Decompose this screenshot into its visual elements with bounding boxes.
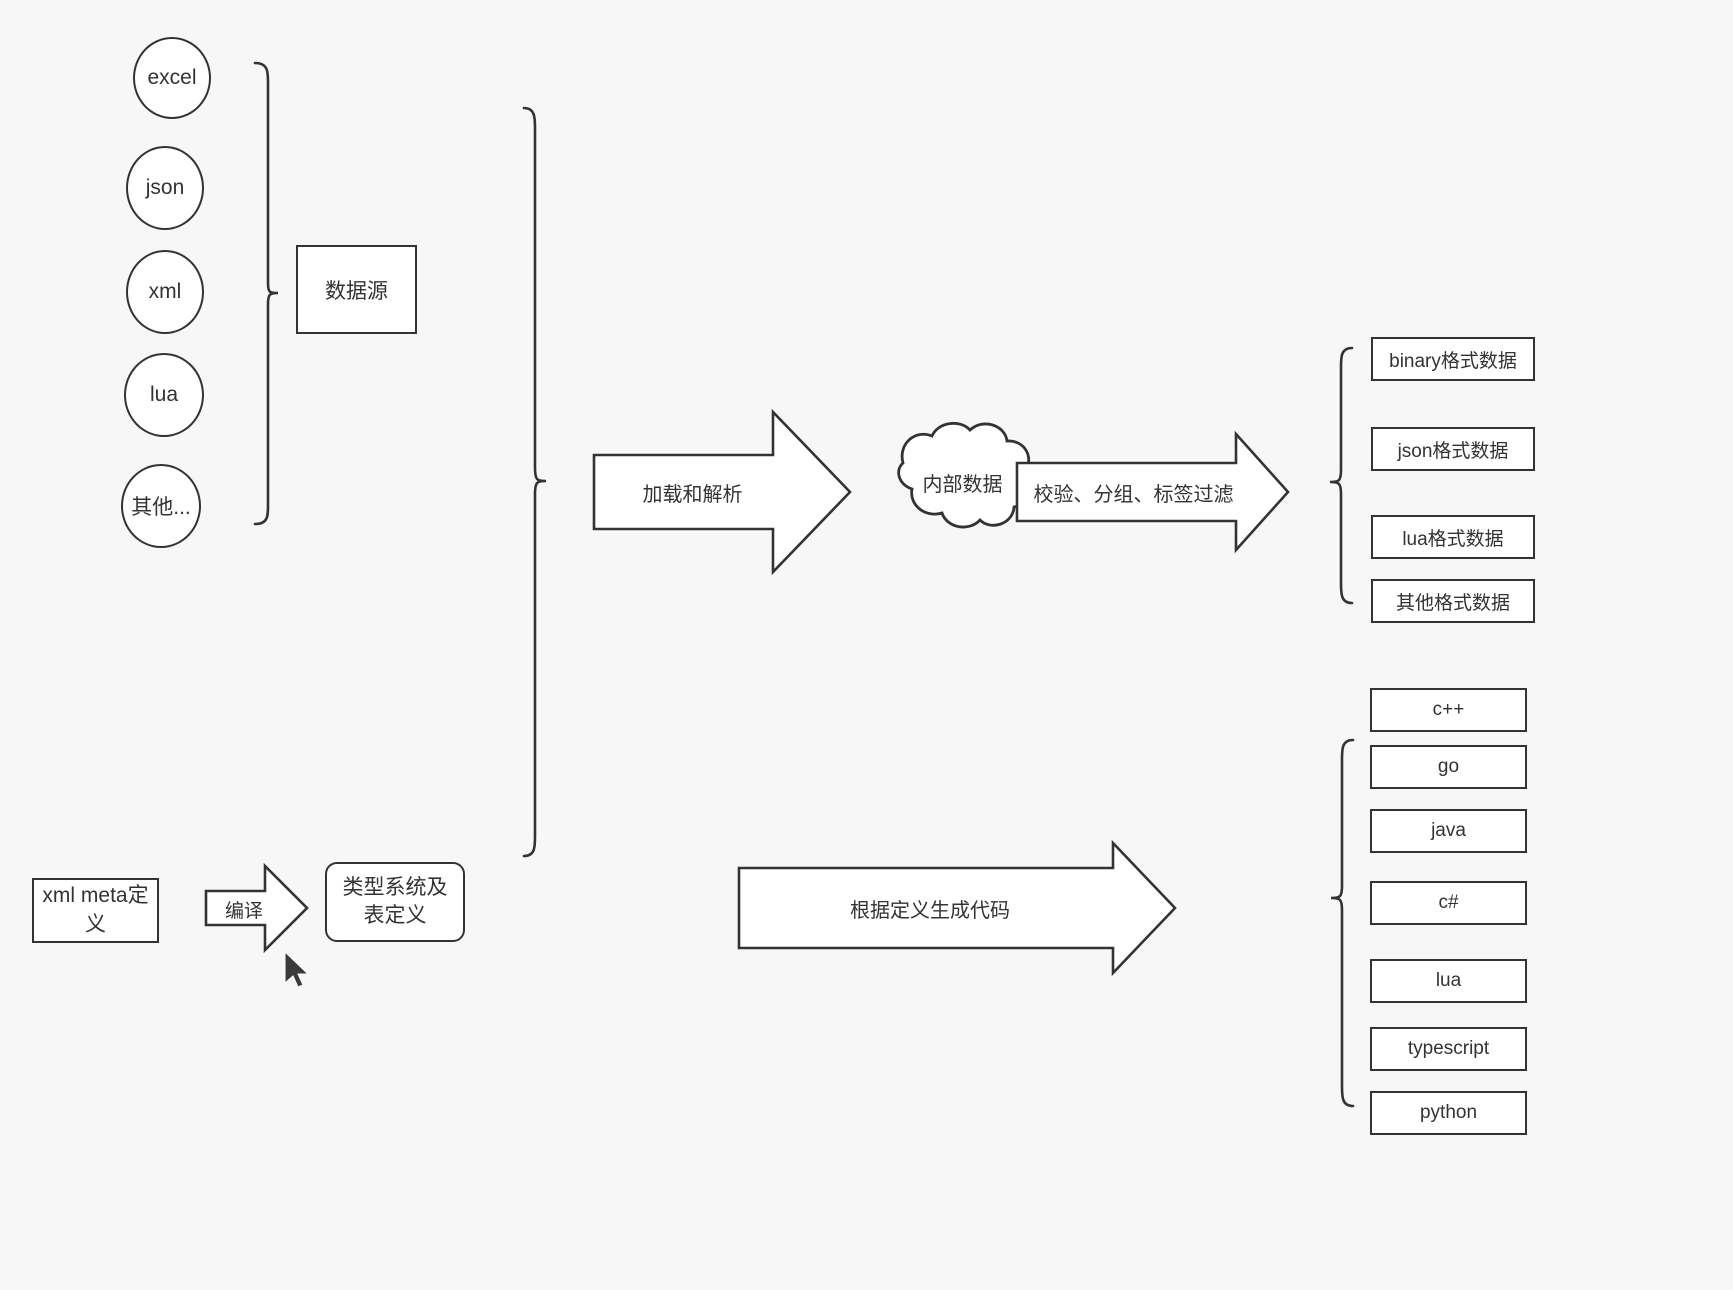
data-source-excel-label: excel <box>147 66 197 89</box>
validate-group-filter-arrow <box>1015 430 1290 554</box>
codegen-lang-csharp-label: c# <box>1438 892 1459 913</box>
codegen-lang-python[interactable]: python <box>1370 1091 1527 1135</box>
xml-meta-definition-box[interactable]: xml meta定义 <box>32 878 159 943</box>
codegen-lang-go-label: go <box>1437 756 1460 777</box>
output-format-other[interactable]: 其他格式数据 <box>1371 579 1535 623</box>
type-system-label: 类型系统及表定义 <box>342 875 448 927</box>
data-source-other[interactable]: 其他... <box>121 464 201 548</box>
data-source-lua-label: lua <box>149 383 179 406</box>
data-source-xml[interactable]: xml <box>126 250 204 334</box>
codegen-lang-typescript[interactable]: typescript <box>1370 1027 1527 1071</box>
mouse-cursor <box>284 950 310 988</box>
data-source-group-box[interactable]: 数据源 <box>296 245 417 334</box>
output-format-binary-label: binary格式数据 <box>1389 350 1517 372</box>
xml-meta-definition-label: xml meta定义 <box>42 884 149 936</box>
data-source-excel[interactable]: excel <box>133 37 211 119</box>
internal-data-cloud <box>897 421 1033 529</box>
output-format-binary[interactable]: binary格式数据 <box>1371 337 1535 381</box>
data-source-json[interactable]: json <box>126 146 204 230</box>
data-source-xml-label: xml <box>148 280 182 303</box>
pipeline-input-brace <box>522 106 547 858</box>
codegen-language-brace <box>1330 738 1355 1108</box>
load-parse-arrow <box>592 408 852 576</box>
codegen-lang-cpp-label: c++ <box>1432 699 1465 720</box>
data-source-json-label: json <box>145 176 185 199</box>
codegen-lang-java[interactable]: java <box>1370 809 1527 853</box>
codegen-lang-typescript-label: typescript <box>1407 1038 1490 1059</box>
codegen-lang-cpp[interactable]: c++ <box>1370 688 1527 732</box>
data-source-lua[interactable]: lua <box>124 353 204 437</box>
codegen-lang-lua[interactable]: lua <box>1370 959 1527 1003</box>
codegen-lang-python-label: python <box>1419 1102 1478 1123</box>
data-source-group-label: 数据源 <box>325 279 388 303</box>
type-system-box[interactable]: 类型系统及表定义 <box>325 862 465 942</box>
codegen-lang-lua-label: lua <box>1435 970 1462 991</box>
output-format-lua-label: lua格式数据 <box>1402 528 1504 550</box>
output-format-json[interactable]: json格式数据 <box>1371 427 1535 471</box>
codegen-lang-go[interactable]: go <box>1370 745 1527 789</box>
codegen-lang-java-label: java <box>1431 820 1466 841</box>
output-format-brace <box>1329 346 1354 605</box>
compile-arrow <box>204 862 309 954</box>
output-format-lua[interactable]: lua格式数据 <box>1371 515 1535 559</box>
output-format-other-label: 其他格式数据 <box>1395 592 1510 614</box>
codegen-arrow <box>737 839 1177 977</box>
data-source-brace <box>253 61 279 526</box>
data-source-other-label: 其他... <box>131 496 191 519</box>
output-format-json-label: json格式数据 <box>1397 440 1509 462</box>
codegen-lang-csharp[interactable]: c# <box>1370 881 1527 925</box>
